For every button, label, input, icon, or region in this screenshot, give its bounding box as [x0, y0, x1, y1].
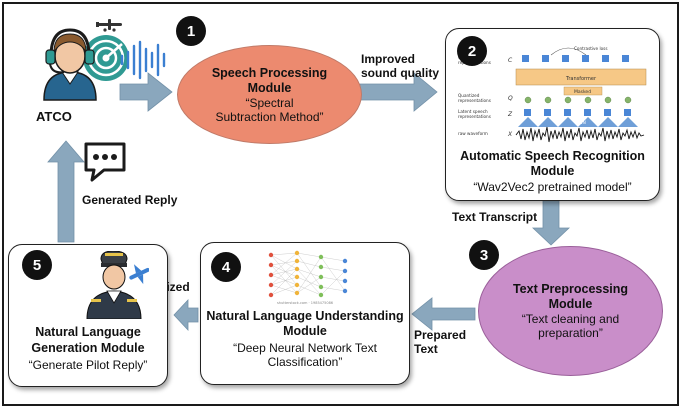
diagram-frame	[2, 2, 679, 406]
arrow-nlu-to-nlg	[173, 298, 199, 332]
nlg-title-2: Generation Module	[31, 341, 145, 355]
arrow-atco-to-speech	[119, 72, 173, 112]
edge-label-text-transcript: Text Transcript	[452, 210, 538, 224]
arrow-speech-to-asr	[359, 72, 438, 112]
edge-label-generated-reply: Generated Reply	[82, 193, 178, 207]
pilot-icon	[86, 251, 149, 319]
speech-processing-module: Speech Processing Module “Spectral Subtr…	[177, 45, 362, 144]
edge-label-prepared-text: Prepared Text	[414, 328, 466, 356]
fig-waveform	[515, 126, 645, 143]
fig-context-sym: C	[508, 57, 513, 64]
fig-raw-label: raw waveform	[458, 131, 488, 136]
radar-icon	[83, 35, 129, 81]
fig-raw-sym: X	[507, 131, 513, 138]
fig-contrastive-loss: Contrastive loss	[574, 46, 608, 51]
asr-subtitle: “Wav2Vec2 pretrained model”	[473, 180, 632, 194]
fig-transformer: Transformer	[565, 76, 597, 82]
speech-module-title-2: Module	[247, 80, 292, 95]
nlu-subtitle-1: “Deep Neural Network Text	[233, 341, 377, 355]
step-badge-2: 2	[457, 36, 487, 66]
atco-label: ATCO	[36, 109, 72, 124]
nlu-subtitle-2: Classification”	[267, 355, 343, 369]
asr-title-2: Module	[530, 164, 575, 178]
fig-latent-sym: Z	[507, 111, 513, 118]
arrow-nlg-to-atco	[47, 140, 85, 243]
speech-module-subtitle-2: Subtraction Method”	[215, 109, 324, 124]
atco-illustration	[43, 19, 129, 101]
arrow-preprocess-to-nlu	[411, 297, 476, 331]
preprocess-subtitle-1: “Text cleaning and	[521, 312, 620, 326]
step-badge-1: 1	[176, 16, 206, 46]
preprocess-title-2: Module	[548, 297, 593, 311]
preprocess-title-1: Text Preprocessing	[512, 282, 629, 296]
nlg-subtitle: “Generate Pilot Reply”	[28, 358, 148, 372]
step-badge-5: 5	[22, 250, 52, 280]
preprocess-subtitle-2: preparation”	[538, 326, 603, 340]
edge-label-improved: Improved sound quality	[361, 52, 439, 80]
fig-quantized-sym: Q	[508, 95, 513, 102]
nlu-watermark: shutterstock.com · 1985475086	[276, 301, 334, 305]
headset-icon	[43, 28, 97, 101]
improved-line-2: sound quality	[361, 66, 439, 80]
prepared-line-2: Text	[414, 342, 438, 356]
prepared-line-1: Prepared	[414, 328, 467, 342]
nlu-title-2: Module	[283, 324, 327, 338]
fig-masked: Masked	[574, 89, 591, 95]
step-badge-3: 3	[469, 240, 499, 270]
airplane-icon	[96, 19, 122, 32]
text-preprocessing-module: Text Preprocessing Module “Text cleaning…	[478, 246, 663, 376]
neural-network-icon	[268, 250, 348, 298]
airplane-icon	[129, 264, 149, 285]
fig-cnn: CNN	[576, 120, 586, 126]
speech-module-subtitle-1: “Spectral	[245, 95, 294, 110]
nlg-title-1: Natural Language	[35, 325, 141, 339]
wav2vec2-figure: Contrastive loss Contextrepresentations …	[458, 46, 647, 143]
arrow-asr-to-preprocess	[531, 197, 571, 246]
nlu-title-1: Natural Language Understanding	[206, 309, 404, 323]
sound-wave-icon	[120, 40, 166, 80]
step-badge-4: 4	[211, 252, 241, 282]
speech-module-title-1: Speech Processing	[211, 65, 328, 80]
improved-line-1: Improved	[361, 52, 416, 66]
chat-bubble-icon	[84, 142, 126, 182]
asr-title-1: Automatic Speech Recognition	[460, 149, 645, 163]
